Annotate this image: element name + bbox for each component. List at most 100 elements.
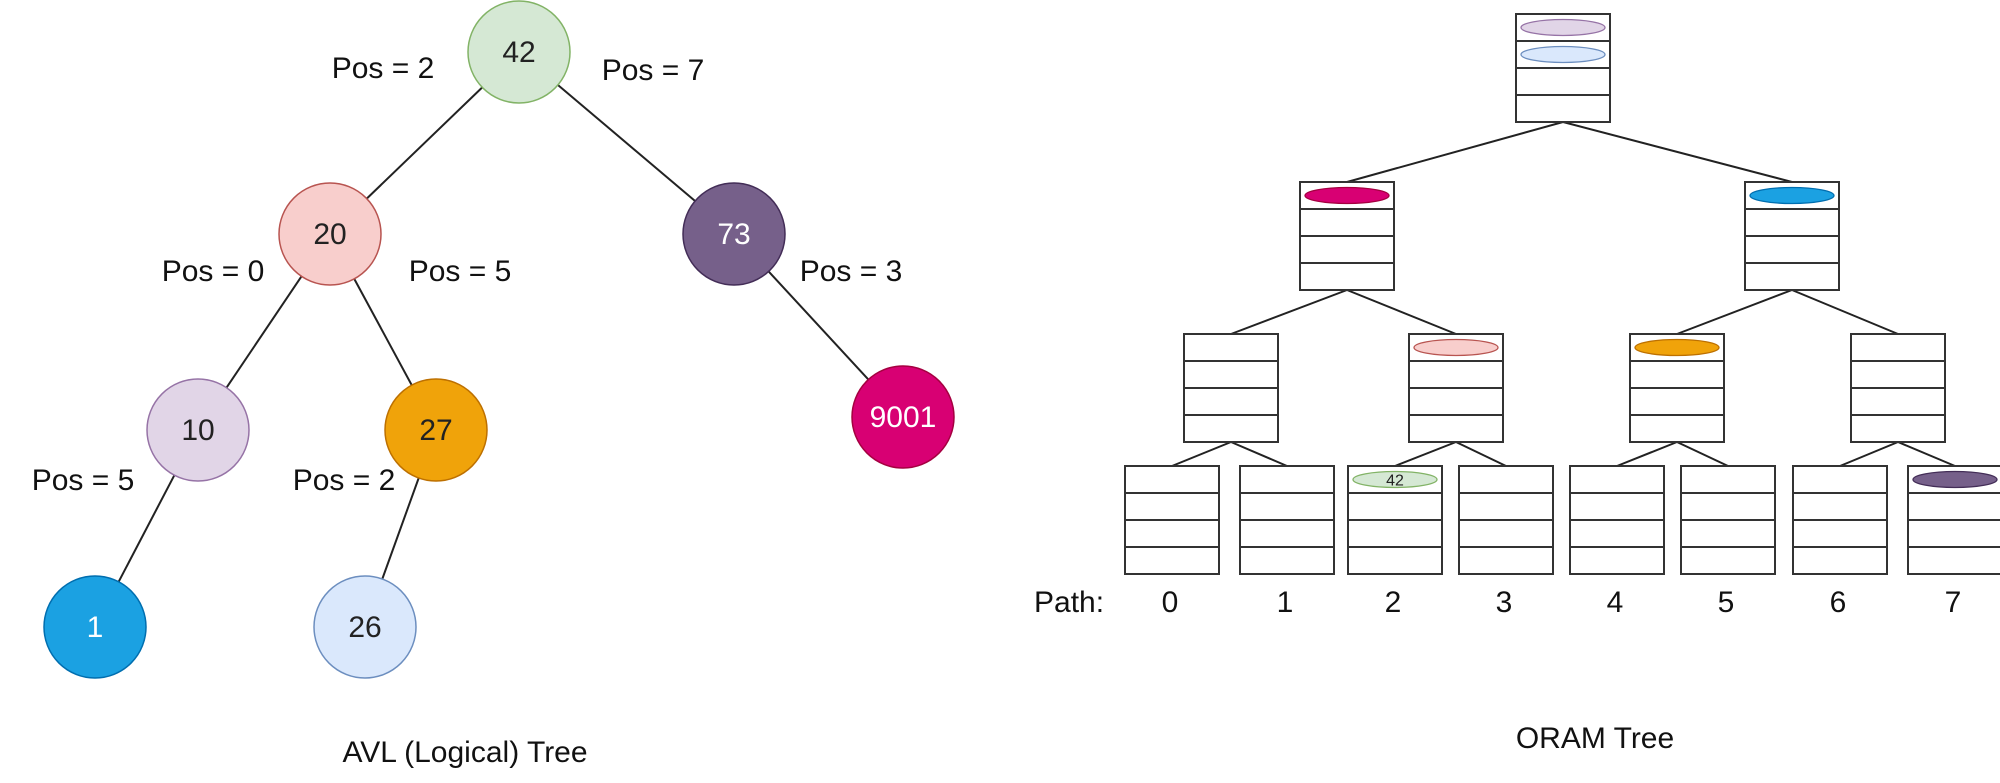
avl-node-circle xyxy=(467,0,571,104)
oram-block xyxy=(1520,45,1606,64)
avl-node-label: 10 xyxy=(181,414,214,447)
oram-bucket xyxy=(1680,465,1776,575)
avl-edge-pos-label: Pos = 0 xyxy=(162,255,265,288)
oram-block xyxy=(1304,186,1390,205)
oram-bucket xyxy=(1850,333,1946,443)
bucket-slot xyxy=(1183,414,1279,443)
path-number-label: 6 xyxy=(1830,586,1847,619)
path-number-label: 5 xyxy=(1718,586,1735,619)
bucket-slot xyxy=(1239,492,1335,521)
oram-block xyxy=(1520,18,1606,37)
oram-bucket xyxy=(1124,465,1220,575)
avl-edge xyxy=(381,477,420,580)
oram-edge xyxy=(1791,289,1899,335)
bucket-slot xyxy=(1680,492,1776,521)
avl-edge xyxy=(117,474,176,583)
oram-block xyxy=(1912,470,1998,489)
bucket-slot xyxy=(1183,333,1279,362)
bucket-slot xyxy=(1458,519,1554,548)
oram-edge xyxy=(1455,441,1507,467)
bucket-slot xyxy=(1792,519,1888,548)
bucket-slot xyxy=(1408,387,1504,416)
avl-node-label: 73 xyxy=(717,218,750,251)
path-label: Path: xyxy=(1034,586,1104,619)
avl-node: 27 xyxy=(384,378,488,482)
avl-node-circle xyxy=(43,575,147,679)
bucket-slot xyxy=(1239,546,1335,575)
avl-edge xyxy=(366,86,483,200)
bucket-slot xyxy=(1515,94,1611,123)
path-number-label: 2 xyxy=(1385,586,1402,619)
oram-block xyxy=(1749,186,1835,205)
oram-bucket xyxy=(1629,333,1725,443)
avl-edge-pos-label: Pos = 5 xyxy=(32,464,135,497)
oram-bucket xyxy=(1408,333,1504,443)
oram-bucket: 42 xyxy=(1347,465,1443,575)
oram-bucket xyxy=(1239,465,1335,575)
bucket-slot xyxy=(1792,492,1888,521)
avl-edge-pos-label: Pos = 2 xyxy=(293,464,396,497)
bucket-slot xyxy=(1239,519,1335,548)
oram-bucket xyxy=(1183,333,1279,443)
avl-node: 26 xyxy=(313,575,417,679)
oram-edge xyxy=(1897,441,1956,467)
bucket-slot xyxy=(1629,387,1725,416)
path-number-label: 0 xyxy=(1162,586,1179,619)
bucket-slot xyxy=(1124,465,1220,494)
avl-node-circle xyxy=(682,182,786,286)
bucket-slot xyxy=(1850,414,1946,443)
oram-edge xyxy=(1839,441,1899,467)
avl-node: 1 xyxy=(43,575,147,679)
avl-node: 10 xyxy=(146,378,250,482)
bucket-slot xyxy=(1850,333,1946,362)
bucket-slot xyxy=(1299,235,1395,264)
oram-bucket xyxy=(1569,465,1665,575)
bucket-slot xyxy=(1792,465,1888,494)
oram-tree-caption: ORAM Tree xyxy=(1516,722,1674,755)
oram-bucket xyxy=(1515,13,1611,123)
avl-node: 9001 xyxy=(851,365,955,469)
oram-bucket xyxy=(1744,181,1840,291)
avl-node-label: 27 xyxy=(419,414,452,447)
oram-edge xyxy=(1230,441,1288,467)
oram-edge xyxy=(1394,441,1457,467)
oram-bucket xyxy=(1458,465,1554,575)
path-number-label: 1 xyxy=(1277,586,1294,619)
bucket-slot xyxy=(1850,387,1946,416)
oram-block xyxy=(1352,470,1438,489)
avl-node-circle xyxy=(384,378,488,482)
bucket-slot xyxy=(1907,546,2000,575)
oram-block xyxy=(1634,338,1720,357)
bucket-slot xyxy=(1347,492,1443,521)
bucket-slot xyxy=(1183,387,1279,416)
avl-edge xyxy=(225,275,303,389)
bucket-slot xyxy=(1515,67,1611,96)
avl-node-label: 1 xyxy=(87,611,104,644)
avl-edge xyxy=(557,84,696,202)
bucket-slot xyxy=(1124,519,1220,548)
bucket-slot xyxy=(1569,465,1665,494)
avl-node-label: 20 xyxy=(313,218,346,251)
bucket-slot xyxy=(1347,546,1443,575)
oram-block xyxy=(1413,338,1499,357)
avl-node: 20 xyxy=(278,182,382,286)
avl-tree-caption: AVL (Logical) Tree xyxy=(342,736,587,769)
path-number-label: 3 xyxy=(1496,586,1513,619)
avl-edge-pos-label: Pos = 7 xyxy=(602,54,705,87)
oram-edge xyxy=(1346,121,1564,183)
avl-edge-pos-label: Pos = 5 xyxy=(409,255,512,288)
avl-node-label: 9001 xyxy=(870,401,937,434)
bucket-slot xyxy=(1458,465,1554,494)
avl-node-label: 42 xyxy=(502,36,535,69)
oram-edge xyxy=(1676,289,1793,335)
path-number-label: 4 xyxy=(1607,586,1624,619)
oram-bucket xyxy=(1299,181,1395,291)
bucket-slot xyxy=(1239,465,1335,494)
oram-edge xyxy=(1171,441,1232,467)
bucket-slot xyxy=(1629,414,1725,443)
avl-node-label: 26 xyxy=(348,611,381,644)
oram-edge xyxy=(1346,289,1457,335)
oram-block-label: 42 xyxy=(1386,473,1404,490)
